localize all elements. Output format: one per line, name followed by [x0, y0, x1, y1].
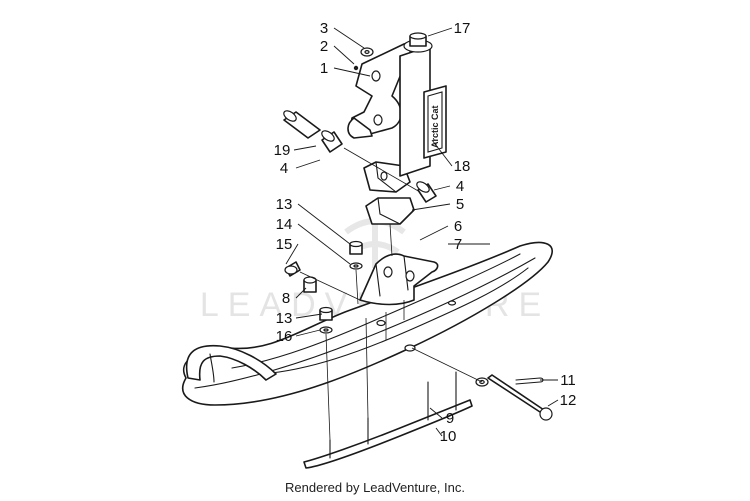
bushing-part-8 — [303, 276, 317, 293]
callout-label: 15 — [276, 236, 293, 253]
nut-part-13-lower — [319, 306, 333, 321]
callout-labels: 3 2 1 17 19 4 18 4 5 13 14 6 15 7 8 13 1… — [274, 20, 577, 445]
wear-bar-part — [303, 371, 473, 469]
spindle-bracket-part — [359, 253, 439, 306]
callout-label: 4 — [456, 178, 464, 195]
washer-part-3 — [360, 47, 374, 57]
nut-part-2 — [353, 65, 359, 71]
callout-label: 1 — [320, 60, 328, 77]
decal-part: Arctic Cat — [423, 85, 447, 159]
footer-credit: Rendered by LeadVenture, Inc. — [285, 480, 465, 495]
callout-label: 3 — [320, 20, 328, 37]
decal-text: Arctic Cat — [430, 105, 440, 148]
callout-label: 16 — [276, 328, 293, 345]
callout-label: 2 — [320, 38, 328, 55]
bushing-block-part — [365, 197, 415, 225]
pivot-bolt-part — [487, 374, 553, 421]
nut-part-13-upper — [349, 240, 363, 255]
assembly-guide-lines — [299, 147, 483, 441]
washer-part-14 — [349, 262, 363, 270]
bushing-part-4-upper — [321, 130, 343, 153]
callout-label: 11 — [560, 372, 576, 389]
callout-label: 8 — [282, 290, 290, 307]
callout-label: 12 — [560, 392, 577, 409]
callout-label: 10 — [440, 428, 457, 445]
callout-label: 4 — [280, 160, 288, 177]
ski-part — [182, 241, 553, 406]
callout-label: 13 — [276, 196, 293, 213]
spindle-arm-part — [347, 42, 413, 193]
callout-label: 6 — [454, 218, 462, 235]
pin-part-19 — [283, 110, 321, 139]
callout-label: 13 — [276, 310, 293, 327]
bushing-part-15 — [284, 261, 301, 277]
callout-label: 7 — [454, 236, 462, 253]
spindle-cap-part — [403, 32, 433, 53]
callout-label: 17 — [454, 20, 471, 37]
cotter-pin-part — [515, 377, 544, 385]
callout-label: 18 — [454, 158, 471, 175]
bushing-part-4-lower — [416, 181, 437, 203]
washer-part-16 — [319, 326, 333, 334]
callout-label: 19 — [274, 142, 291, 159]
callout-label: 5 — [456, 196, 464, 213]
leader-lines — [285, 27, 559, 437]
callout-label: 14 — [276, 216, 293, 233]
callout-label: 9 — [446, 410, 454, 427]
